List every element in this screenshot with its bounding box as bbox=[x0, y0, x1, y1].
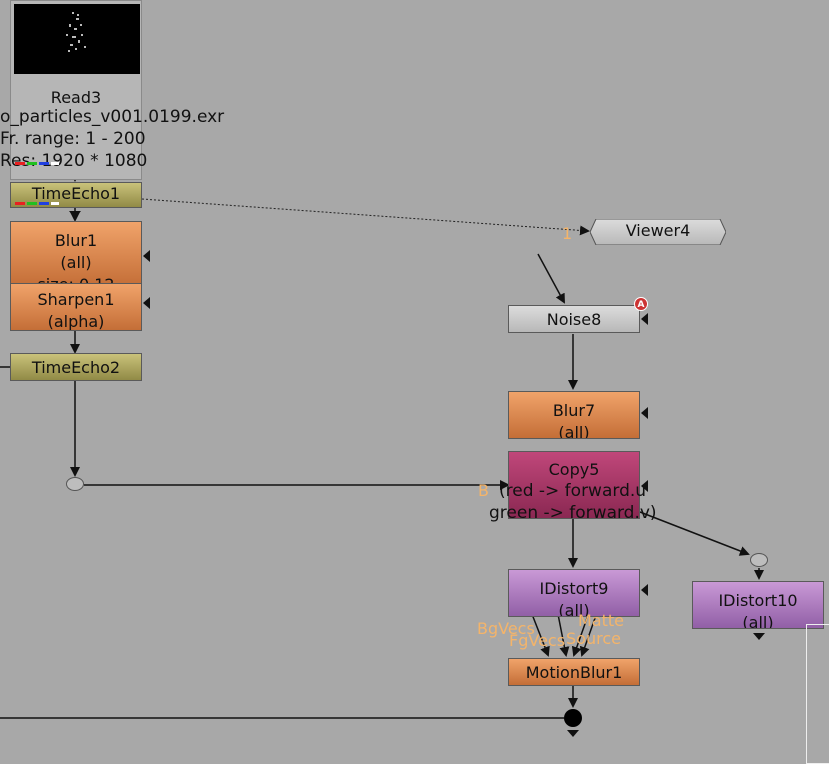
copy5-channels-line1: (red -> forward.u bbox=[499, 481, 647, 501]
idistort9-label: IDistort9 bbox=[539, 579, 609, 598]
motionblur1-input-matte: Matte bbox=[578, 611, 624, 630]
read3-label: Read3 bbox=[50, 88, 102, 107]
copy5-label: Copy5 bbox=[548, 460, 600, 479]
read3-channel-indicator bbox=[15, 162, 59, 165]
read3-node[interactable]: Read3 bbox=[10, 0, 142, 180]
timeecho1-label: TimeEcho1 bbox=[31, 184, 121, 203]
blur7-label: Blur7 bbox=[552, 401, 596, 420]
blur1-label: Blur1 bbox=[54, 231, 98, 250]
sharpen1-channels: (alpha) bbox=[47, 312, 105, 331]
copy5-channels-line2: green -> forward.v) bbox=[489, 503, 657, 523]
backdrop-frame-edge bbox=[806, 624, 829, 764]
read3-thumbnail bbox=[14, 4, 140, 74]
timeecho2-label: TimeEcho2 bbox=[31, 358, 121, 377]
noise8-animated-badge: A bbox=[634, 297, 648, 311]
viewer4-node[interactable]: Viewer4 bbox=[590, 219, 726, 245]
motionblur1-input-bgvecs: BgVecs bbox=[477, 619, 535, 638]
dot-node-bottom[interactable] bbox=[564, 709, 582, 727]
idistort10-node[interactable]: IDistort10 (all) bbox=[692, 581, 824, 629]
blur7-node[interactable]: Blur7 (all) bbox=[508, 391, 640, 439]
idistort9-node[interactable]: IDistort9 (all) bbox=[508, 569, 640, 617]
viewer4-label: Viewer4 bbox=[625, 221, 691, 240]
dot-node-right[interactable] bbox=[750, 553, 768, 567]
idistort9-channels: (all) bbox=[558, 601, 590, 617]
dot-node-left[interactable] bbox=[66, 477, 84, 491]
motionblur1-input-source: Source bbox=[566, 629, 621, 648]
idistort10-channels: (all) bbox=[742, 613, 774, 629]
blur1-node[interactable]: Blur1 (all) size: 0.12 bbox=[10, 221, 142, 287]
idistort10-label: IDistort10 bbox=[718, 591, 798, 610]
blur1-mask-input[interactable] bbox=[143, 250, 150, 262]
motionblur1-input-fgvecs: FgVecs bbox=[509, 631, 566, 650]
blur1-size: size: 0.12 bbox=[37, 275, 115, 287]
read3-frame-range: Fr. range: 1 - 200 bbox=[0, 129, 146, 149]
sharpen1-node[interactable]: Sharpen1 (alpha) bbox=[10, 283, 142, 331]
timeecho1-channel-indicator bbox=[15, 202, 59, 205]
idistort9-mask-input[interactable] bbox=[641, 584, 648, 596]
viewer4-shape bbox=[590, 219, 726, 245]
sharpen1-label: Sharpen1 bbox=[37, 290, 115, 309]
viewer4-input-number: 1 bbox=[562, 224, 573, 243]
noise8-mask-input[interactable] bbox=[641, 313, 648, 325]
sharpen1-mask-input[interactable] bbox=[143, 297, 150, 309]
timeecho2-node[interactable]: TimeEcho2 bbox=[10, 353, 142, 381]
motionblur1-node[interactable]: MotionBlur1 bbox=[508, 658, 640, 686]
blur7-mask-input[interactable] bbox=[641, 407, 648, 419]
read3-file: o_particles_v001.0199.exr bbox=[0, 107, 225, 127]
noise8-node[interactable]: Noise8 bbox=[508, 305, 640, 333]
motionblur1-label: MotionBlur1 bbox=[525, 663, 623, 682]
read3-resolution: Res: 1920 * 1080 bbox=[0, 151, 148, 171]
copy5-input-b: B bbox=[478, 481, 489, 500]
blur1-channels: (all) bbox=[60, 253, 92, 272]
copy5-node[interactable]: Copy5 bbox=[508, 451, 640, 519]
noise8-label: Noise8 bbox=[546, 310, 602, 329]
blur7-channels: (all) bbox=[558, 423, 590, 439]
copy5-mask-input[interactable] bbox=[641, 480, 648, 492]
